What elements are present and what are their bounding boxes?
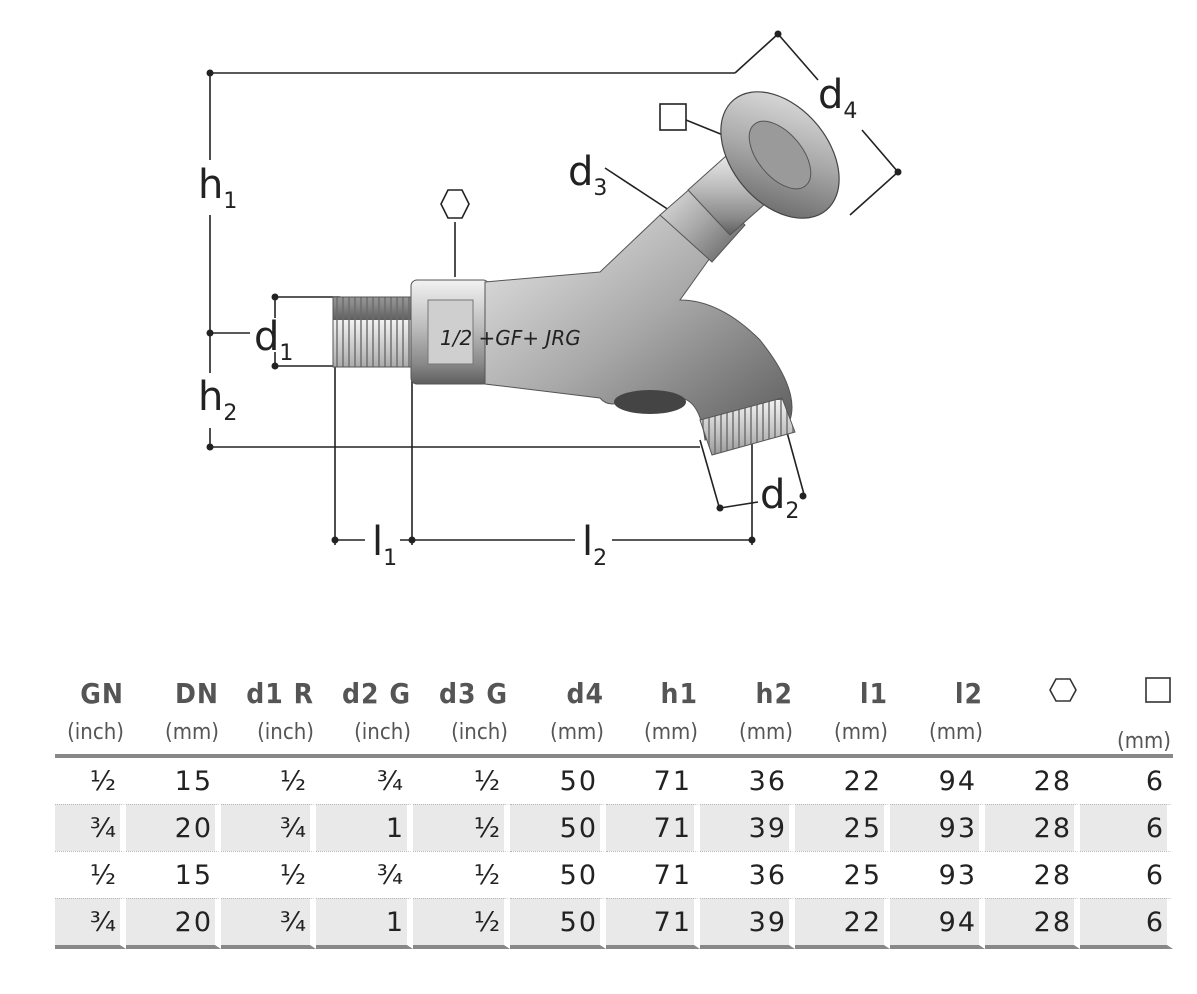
column-unit-10	[985, 710, 1080, 758]
table-cell: 71	[606, 758, 700, 804]
header-units-row: (inch)(mm)(inch)(inch)(inch)(mm)(mm)(mm)…	[55, 710, 1173, 758]
column-unit-6: (mm)	[606, 710, 700, 758]
table-cell: ½	[55, 851, 126, 898]
table-cell: 93	[890, 851, 985, 898]
column-header-2: d1 R	[246, 677, 314, 710]
table-cell: 28	[985, 898, 1080, 949]
dimension-labels: h1 h2 d1 d2 d3 d4 l1 l2	[198, 72, 857, 571]
table-cell: ¾	[316, 758, 413, 804]
table-cell: 25	[795, 804, 890, 851]
table-cell: 15	[126, 851, 221, 898]
table-cell: 50	[510, 758, 606, 804]
table-cell: 71	[606, 851, 700, 898]
column-header-9: l2	[954, 677, 983, 710]
column-header-5: d4	[566, 677, 604, 710]
table-cell: 25	[795, 851, 890, 898]
table-cell: 22	[795, 758, 890, 804]
column-unit-4: (inch)	[413, 710, 510, 758]
column-header-6: h1	[660, 677, 698, 710]
table-cell: 39	[700, 804, 795, 851]
table-cell: ¾	[316, 851, 413, 898]
table-cell: 1	[316, 898, 413, 949]
column-header-3: d2 G	[342, 677, 411, 710]
column-header-8: l1	[859, 677, 888, 710]
table-cell: 94	[890, 758, 985, 804]
column-unit-9: (mm)	[890, 710, 985, 758]
table-cell: ½	[413, 804, 510, 851]
label-h1: h1	[198, 162, 237, 214]
label-d1: d1	[254, 314, 293, 366]
valve-body: 1/2 +GF+ JRG	[332, 91, 840, 456]
table-cell: ¾	[221, 804, 316, 851]
label-d4: d4	[818, 72, 857, 124]
table-cell: 28	[985, 804, 1080, 851]
column-header-4: d3 G	[439, 677, 508, 710]
table-cell: 6	[1080, 898, 1173, 949]
column-header-0: GN	[80, 677, 124, 710]
table-cell: ½	[221, 851, 316, 898]
table-cell: 6	[1080, 804, 1173, 851]
label-d2: d2	[760, 472, 799, 524]
table-cell: 50	[510, 804, 606, 851]
column-unit-1: (mm)	[126, 710, 221, 758]
column-unit-11: (mm)	[1080, 710, 1173, 758]
table-cell: 28	[985, 851, 1080, 898]
label-d3: d3	[568, 149, 607, 201]
table-cell: ½	[221, 758, 316, 804]
label-l1: l1	[372, 519, 397, 571]
table-cell: ¾	[221, 898, 316, 949]
column-header-11	[1080, 664, 1173, 710]
column-unit-5: (mm)	[510, 710, 606, 758]
table-cell: 71	[606, 898, 700, 949]
table-cell: 22	[795, 898, 890, 949]
table-cell: 93	[890, 804, 985, 851]
table-cell: ½	[55, 758, 126, 804]
square-icon	[1145, 677, 1171, 703]
label-l2: l2	[582, 519, 607, 571]
table-cell: 1	[316, 804, 413, 851]
column-header-10	[985, 664, 1080, 710]
table-cell: 20	[126, 898, 221, 949]
table-cell: ¾	[55, 804, 126, 851]
table-cell: 6	[1080, 758, 1173, 804]
table-cell: 28	[985, 758, 1080, 804]
hexagon-icon	[1049, 678, 1077, 702]
table-cell: 50	[510, 898, 606, 949]
dimension-points	[206, 30, 902, 544]
column-unit-8: (mm)	[795, 710, 890, 758]
column-header-1: DN	[175, 677, 219, 710]
table-cell: 6	[1080, 851, 1173, 898]
table-cell: 50	[510, 851, 606, 898]
column-header-7: h2	[755, 677, 793, 710]
table-cell: 15	[126, 758, 221, 804]
table-cell: ½	[413, 898, 510, 949]
dimension-lines	[209, 33, 899, 545]
table-cell: ¾	[55, 898, 126, 949]
table-cell: 20	[126, 804, 221, 851]
hexagon-icon	[440, 189, 470, 219]
column-unit-3: (inch)	[316, 710, 413, 758]
table-cell: 39	[700, 898, 795, 949]
table-cell: 71	[606, 804, 700, 851]
table-cell: 36	[700, 851, 795, 898]
column-unit-7: (mm)	[700, 710, 795, 758]
label-h2: h2	[198, 374, 237, 426]
body-marking: 1/2 +GF+ JRG	[440, 326, 581, 350]
valve-technical-drawing: 1/2 +GF+ JRG h1 h2 d1 d2 d3 d4 l1 l2	[198, 30, 902, 571]
table-cell: ½	[413, 758, 510, 804]
table-cell: 94	[890, 898, 985, 949]
table-cell: 36	[700, 758, 795, 804]
column-unit-2: (inch)	[221, 710, 316, 758]
header-names-row: GN DN d1 R d2 G d3 G d4 h1 h2 l1 l2	[55, 664, 1173, 710]
column-unit-0: (inch)	[55, 710, 126, 758]
square-icon	[659, 103, 687, 131]
table-cell: ½	[413, 851, 510, 898]
